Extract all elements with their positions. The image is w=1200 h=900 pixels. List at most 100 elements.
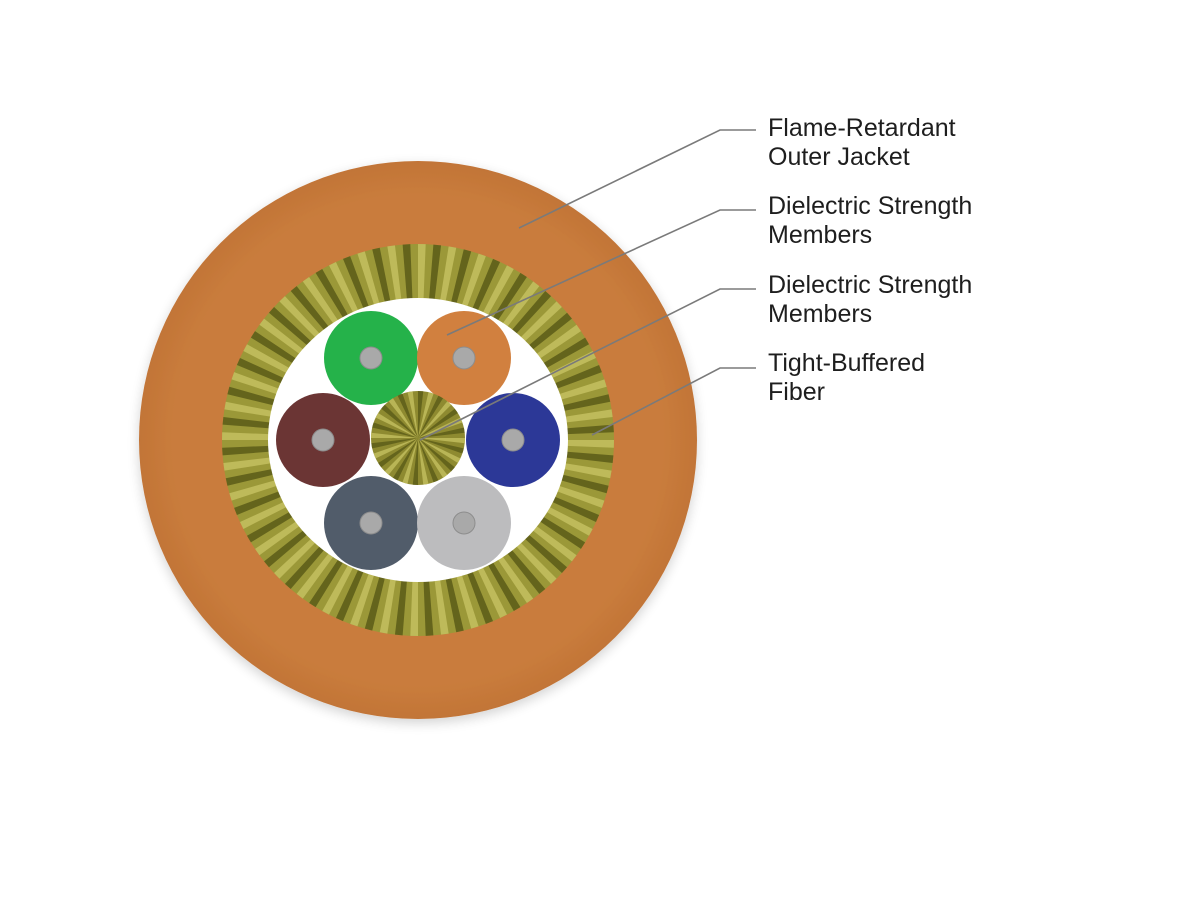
- aramid-yarn-strand: [466, 569, 494, 624]
- aramid-yarn-strand: [471, 258, 501, 313]
- aramid-yarn-strand: [545, 493, 600, 523]
- aramid-yarn-strand: [520, 530, 568, 574]
- aramid-yarn-strand: [379, 577, 397, 634]
- aramid-yarn-strand: [240, 498, 294, 529]
- central-member-strand: [371, 432, 418, 438]
- central-member-strand: [371, 438, 418, 449]
- label-strength-center-line2: Members: [768, 300, 873, 328]
- central-member-strand: [380, 404, 418, 438]
- leader-line-fiber: [591, 367, 756, 436]
- aramid-yarn-strand: [410, 579, 418, 636]
- aramid-yarn-strand: [290, 286, 332, 334]
- label-fiber-line2: Fiber: [768, 378, 825, 406]
- aramid-yarn-strand: [342, 256, 370, 311]
- aramid-yarn-strand: [476, 564, 507, 618]
- aramid-yarn-strand: [428, 244, 442, 301]
- aramid-yarn-strand: [540, 503, 593, 536]
- aramid-yarn-strand: [329, 262, 360, 316]
- central-member-strand: [407, 391, 418, 438]
- central-member-strand: [418, 391, 424, 438]
- aramid-yarn-strand: [504, 546, 546, 594]
- central-member-strand: [418, 438, 448, 479]
- central-member-strand: [384, 438, 418, 476]
- aramid-yarn-strand: [222, 432, 279, 440]
- label-strength-members-outer: Dielectric Strength Members: [768, 192, 1168, 250]
- label-outer-jacket-line2: Outer Jacket: [768, 143, 910, 171]
- aramid-yarn-strand: [234, 488, 289, 516]
- aramid-yarn-strand: [513, 538, 557, 584]
- aramid-yarn-strand: [225, 467, 282, 486]
- central-member-strand: [371, 422, 418, 438]
- central-member-strand: [418, 438, 465, 444]
- aramid-yarn-strand: [284, 542, 328, 590]
- aramid-yarn-strand: [500, 281, 540, 331]
- aramid-yarn-strand: [549, 483, 605, 508]
- fiber-white: [417, 476, 511, 570]
- label-strength-members-center: Dielectric Strength Members: [768, 271, 1168, 329]
- aramid-yarn-strand: [250, 331, 302, 367]
- aramid-yarn-strand: [224, 401, 281, 419]
- aramid-yarn-strand: [527, 522, 577, 562]
- aramid-yarn-strand: [556, 409, 613, 424]
- aramid-yarn-strand: [268, 306, 316, 350]
- aramid-yarn-strand: [279, 296, 323, 342]
- central-member-strand: [372, 438, 418, 459]
- central-member-strand: [418, 438, 465, 454]
- aramid-yarn-strand: [552, 472, 609, 494]
- aramid-yarn-strand: [524, 312, 572, 354]
- leader-line-jacket: [518, 129, 756, 229]
- aramid-yarn-strand: [516, 301, 562, 345]
- aramid-yarn-strand: [255, 517, 305, 556]
- aramid-yarn-strand: [236, 357, 291, 387]
- central-member-strand: [418, 391, 434, 438]
- label-outer-jacket: Flame-Retardant Outer Jacket: [768, 114, 1168, 172]
- aramid-yarn-strand: [259, 318, 309, 358]
- central-member-strand: [418, 417, 464, 438]
- central-member-strand: [377, 438, 418, 468]
- aramid-yarn-strand: [461, 253, 486, 309]
- aramid-yarn-strand: [302, 277, 341, 327]
- aramid-yarn-strand: [296, 549, 336, 599]
- label-strength-center-line1: Dielectric Strength: [768, 271, 973, 299]
- central-member-strand: [418, 400, 452, 438]
- label-fiber-line1: Tight-Buffered: [768, 349, 926, 377]
- aramid-yarn-strand: [402, 244, 413, 301]
- central-member-strand: [418, 438, 456, 472]
- aramid-yarn-strand: [418, 244, 426, 301]
- aramid-yarn-strand: [394, 579, 408, 636]
- central-member-strand: [412, 438, 418, 485]
- aramid-yarn-ring: [222, 244, 614, 636]
- central-member-strand: [418, 438, 462, 464]
- aramid-yarn-strand: [557, 424, 614, 435]
- aramid-yarn-strand: [246, 508, 299, 543]
- central-member-strand: [402, 438, 418, 485]
- aramid-yarn-strand: [423, 579, 434, 636]
- aramid-yarn-strand: [547, 364, 602, 392]
- aramid-yarn-strand: [222, 445, 279, 456]
- aramid-yarn-strand: [309, 556, 345, 608]
- aramid-yarn-strand: [534, 513, 586, 549]
- aramid-yarn-strand: [222, 416, 279, 430]
- label-strength-outer-line2: Members: [768, 221, 873, 249]
- aramid-yarn-strand: [531, 324, 581, 363]
- aramid-yarn-strand: [350, 571, 375, 627]
- aramid-yarn-strand: [554, 394, 611, 413]
- fiber-brown: [276, 393, 370, 487]
- fiber-slate: [324, 476, 418, 570]
- aramid-yarn-strand: [229, 478, 285, 501]
- leader-line-strength-outer: [446, 209, 756, 336]
- aramid-yarn-strand: [486, 559, 521, 612]
- central-member-strand: [418, 408, 459, 438]
- aramid-yarn-strand: [557, 440, 614, 448]
- aramid-yarn-strand: [231, 372, 287, 397]
- aramid-yarn-strand: [387, 245, 402, 302]
- aramid-yarn-strand: [227, 386, 284, 408]
- label-strength-outer-line1: Dielectric Strength: [768, 192, 973, 220]
- fiber-blue: [466, 393, 560, 487]
- aramid-yarn-strand: [357, 251, 380, 307]
- central-member-strand: [392, 438, 418, 482]
- aramid-yarn-strand: [243, 344, 296, 377]
- leader-lines: [419, 129, 756, 441]
